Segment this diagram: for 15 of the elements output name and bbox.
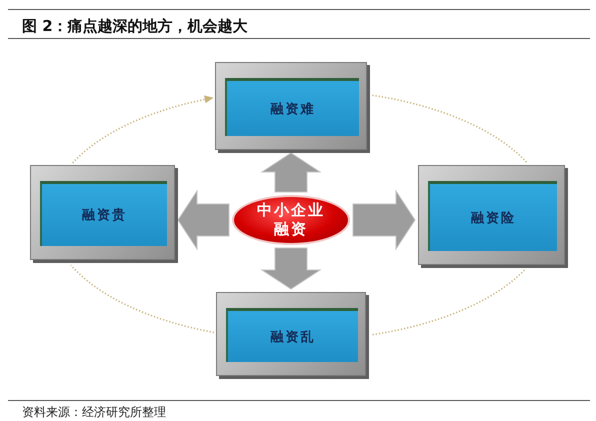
dotted-curve <box>371 270 525 336</box>
block-arrow <box>352 189 416 251</box>
block-arrow <box>260 152 322 192</box>
dotted-curve <box>70 264 214 334</box>
figure-title: 图 2：痛点越深的地方，机会越大 <box>22 16 248 36</box>
curved-arrow <box>72 96 214 164</box>
dotted-curve <box>372 94 528 164</box>
block-arrow <box>260 248 322 290</box>
process-box: 融资险 <box>418 165 565 265</box>
process-box: 融资难 <box>215 62 367 150</box>
block-arrow <box>177 189 230 251</box>
source-note: 资料来源：经济研究所整理 <box>22 405 166 420</box>
process-box: 融资贵 <box>30 165 175 260</box>
process-box: 融资乱 <box>216 292 366 376</box>
center-ellipse: 中小企业融资 <box>232 195 350 245</box>
